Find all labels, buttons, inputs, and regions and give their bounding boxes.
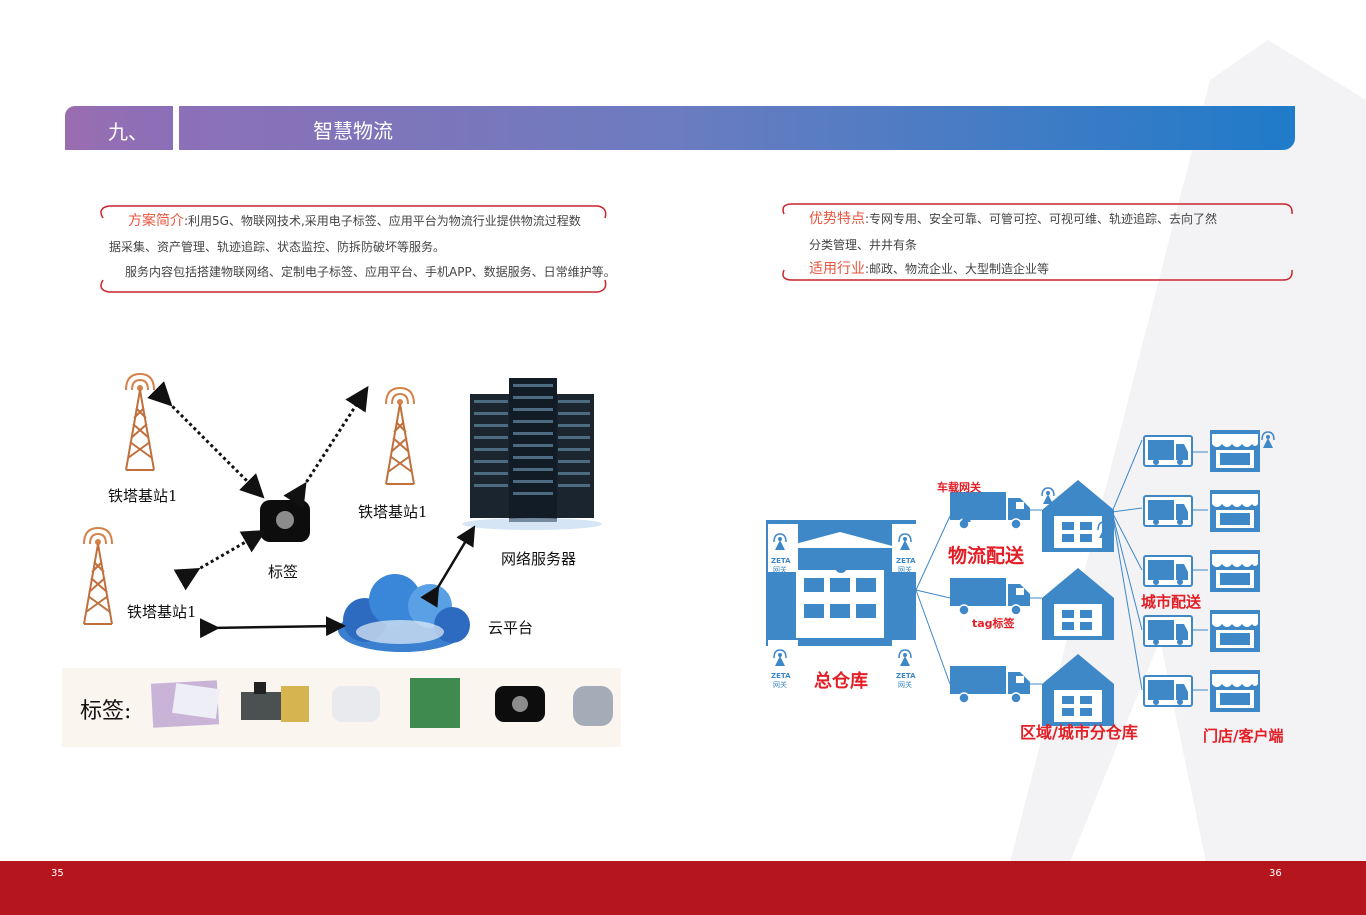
tag-card-icon <box>150 680 220 728</box>
link-arrow <box>420 525 476 608</box>
section-title-bar <box>179 106 1295 150</box>
tower-label-1: 铁塔基站1 <box>108 487 178 505</box>
server-label: 网络服务器 <box>501 550 577 568</box>
gateway-text: 网关 <box>898 681 912 689</box>
gateway-icon <box>892 524 922 572</box>
store-customer-label: 门店/客户端 <box>1203 727 1284 745</box>
tag-green-icon <box>410 678 460 728</box>
store-icon <box>1210 550 1260 592</box>
city-truck-icon <box>1143 495 1193 527</box>
features-line-2: 分类管理、井井有条 <box>809 238 918 252</box>
tag-samples <box>150 678 613 728</box>
tag-label: 标签 <box>268 563 299 581</box>
intro-line-3: 服务内容包括搭建物联网络、定制电子标签、应用平台、手机APP、数据服务、日常维护… <box>125 265 616 279</box>
tag-white-icon <box>332 686 380 722</box>
gateway-icon <box>768 524 798 572</box>
features-heading: 优势特点 <box>809 211 865 227</box>
gateway-text: 网关 <box>773 681 787 689</box>
tower-icon <box>83 527 113 625</box>
truck-icon <box>949 665 1031 704</box>
section-title: 智慧物流 <box>313 119 393 143</box>
tower-label-3: 铁塔基站1 <box>127 603 197 621</box>
link-arrow <box>147 381 265 499</box>
gateway-brand: ZETA <box>896 557 916 565</box>
page-number-left: 35 <box>51 868 64 879</box>
connection-lines <box>915 439 1208 691</box>
gateway-text: 网关 <box>773 566 787 574</box>
features-line-1: 优势特点:专网专用、安全可靠、可管可控、可视可维、轨迹追踪、去向了然 <box>809 211 1218 227</box>
link-arrow <box>173 530 267 591</box>
footer-bar <box>0 861 1366 915</box>
bracket-frame <box>782 203 1293 281</box>
link-arrow <box>283 385 369 509</box>
gateway-brand: ZETA <box>771 672 791 680</box>
tower-label-2: 铁塔基站1 <box>358 503 428 521</box>
city-truck-icon <box>1143 435 1193 467</box>
bracket-frame <box>100 205 607 293</box>
vehicle-gateway-label: 车载网关 <box>937 481 981 494</box>
network-diagram <box>83 373 602 652</box>
store-icon <box>1210 490 1260 532</box>
tag-sticker-icon <box>241 682 309 722</box>
industries-heading: 适用行业 <box>809 261 865 277</box>
city-truck-icon <box>1143 555 1193 587</box>
logistics-diagram <box>766 430 1275 726</box>
intro-line-1: 方案简介:利用5G、物联网技术,采用电子标签、应用平台为物流行业提供物流过程数 <box>128 213 581 229</box>
server-icon <box>462 378 602 530</box>
tower-icon <box>385 387 415 485</box>
store-icon <box>1210 670 1260 712</box>
city-delivery-label: 城市配送 <box>1141 593 1202 611</box>
tag-label-red: tag标签 <box>972 617 1015 630</box>
tag-device-icon <box>260 500 310 542</box>
regional-warehouse-label: 区域/城市分仓库 <box>1020 723 1138 742</box>
store-icon <box>1210 430 1275 472</box>
intro-heading: 方案简介 <box>128 213 184 229</box>
tag-black-icon <box>495 686 545 722</box>
gateway-icon <box>892 640 922 688</box>
truck-icon <box>949 491 1031 530</box>
intro-box <box>95 204 610 294</box>
gateway-brand: ZETA <box>896 672 916 680</box>
intro-line-2: 据采集、资产管理、轨迹追踪、状态监控、防拆防破坏等服务。 <box>109 240 446 254</box>
page-number-right: 36 <box>1269 868 1282 879</box>
features-line-3: 适用行业:邮政、物流企业、大型制造企业等 <box>809 261 1050 277</box>
truck-icon <box>949 577 1031 616</box>
gateway-text: 网关 <box>898 566 912 574</box>
features-box <box>780 202 1295 284</box>
tag-grey-icon <box>573 686 613 726</box>
regional-warehouse-icon <box>1042 654 1114 726</box>
gateway-brand: ZETA <box>771 557 791 565</box>
logistics-delivery-label: 物流配送 <box>948 545 1025 567</box>
store-icon <box>1210 610 1260 652</box>
tag-samples-label: 标签: <box>80 699 132 724</box>
city-truck-icon <box>1143 675 1193 707</box>
link-arrow <box>199 616 346 639</box>
tower-icon <box>125 373 155 471</box>
main-warehouse-label: 总仓库 <box>814 671 868 692</box>
regional-warehouse-icon <box>1042 568 1114 640</box>
city-truck-icon <box>1143 615 1193 647</box>
cloud-label: 云平台 <box>488 619 534 637</box>
section-number: 九、 <box>108 120 148 144</box>
regional-warehouse-icon <box>1041 480 1114 552</box>
cloud-icon <box>338 574 470 652</box>
section-number-bar <box>65 106 173 150</box>
gateway-icon <box>768 640 798 688</box>
